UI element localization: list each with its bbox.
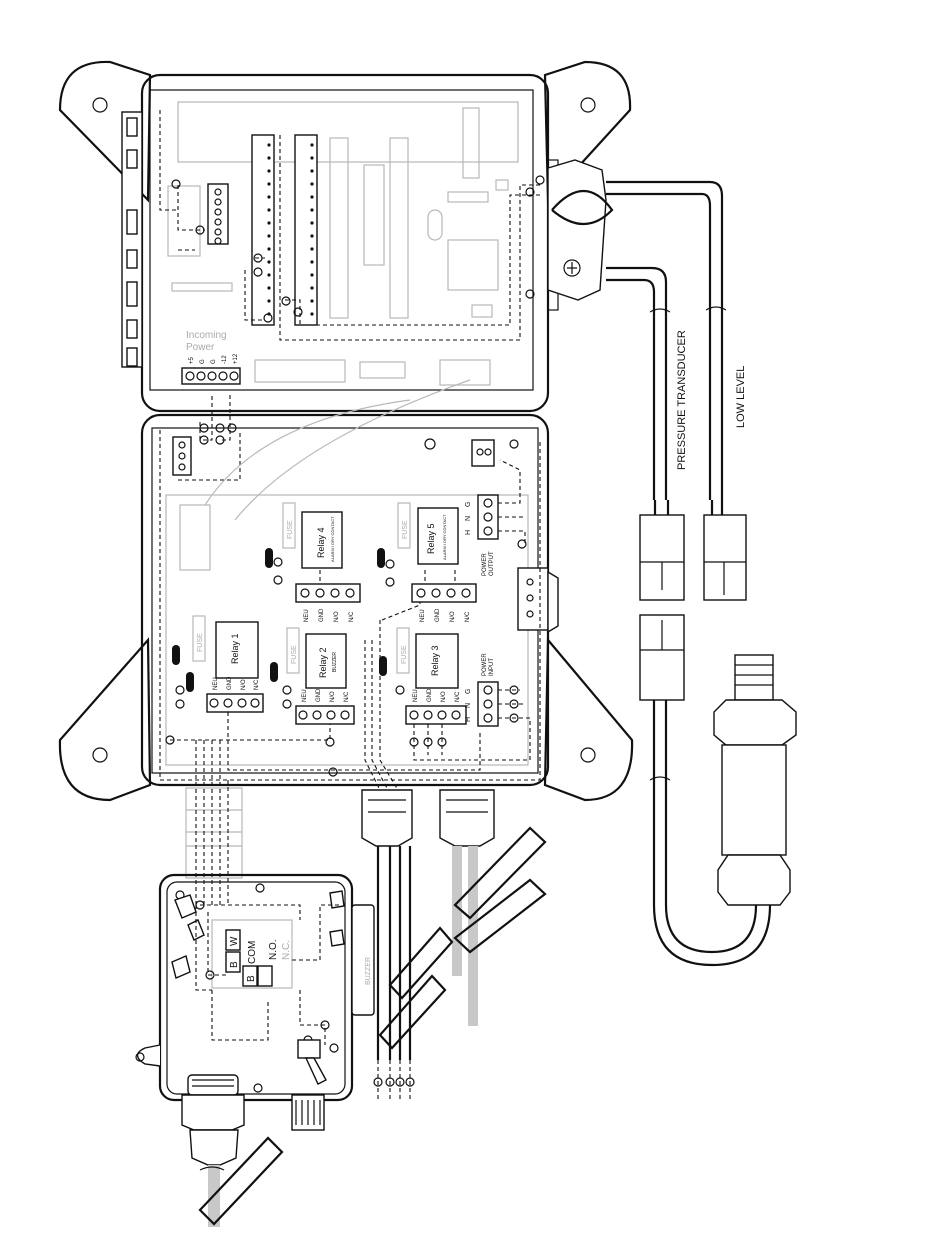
r4-gnd: GND (319, 608, 325, 622)
relay-1: FUSE Relay 1 NEU GND N/O N/C (192, 615, 264, 713)
relay-3: FUSE Relay 3 NEU GND N/O N/C G N H POWER… (396, 627, 499, 727)
in-h: H (465, 717, 472, 722)
relay-2-name: Relay 2 (318, 647, 328, 678)
power-output-2: OUTPUT (489, 551, 495, 576)
power-output-1: POWER (482, 553, 488, 576)
pin-plus12: +12 (233, 353, 239, 364)
pin-g1: G (200, 359, 206, 364)
fuse-label-3: FUSE (401, 645, 408, 664)
low-level-label: LOW LEVEL (735, 366, 747, 428)
upper-enclosure: Incoming Power +5 G G -12 +12 (121, 73, 559, 413)
sensor-cables: PRESSURE TRANSDUCER LOW LEVEL (547, 159, 797, 967)
r5-neu: NEU (420, 609, 426, 622)
pin-plus5: +5 (189, 356, 195, 364)
pin-minus12: -12 (222, 355, 228, 364)
mounting-bracket (58, 60, 634, 802)
pin-g2: G (211, 359, 217, 364)
jb-com: COM (247, 941, 258, 964)
fuse-label-2: FUSE (291, 645, 298, 664)
out-g: G (465, 502, 472, 507)
incoming-power-label-1: Incoming (186, 330, 227, 341)
r4-no: N/O (334, 611, 340, 622)
buzzer-label: BUZZER (365, 957, 372, 985)
power-input-1: POWER (482, 653, 488, 676)
relay-5-name: Relay 5 (426, 523, 436, 554)
r4-neu: NEU (304, 609, 310, 622)
r1-gnd: GND (227, 676, 233, 690)
r3-nc: N/C (455, 691, 461, 702)
relay-5-sub: ALARM / DRY CONTACT (442, 514, 447, 560)
bottom-cables (185, 620, 547, 1100)
r5-gnd: GND (435, 608, 441, 622)
relay-1-name: Relay 1 (230, 633, 240, 664)
r1-no: N/O (241, 679, 247, 690)
r5-no: N/O (450, 611, 456, 622)
r2-nc: N/C (344, 691, 350, 702)
relay-2: FUSE Relay 2 BUZZER NEU GND N/O N/C (286, 627, 355, 725)
r2-no: N/O (330, 691, 336, 702)
lower-enclosure: FUSE Relay 4 ALARM / DRY CONTACT NEU GND… (140, 379, 559, 787)
r1-neu: NEU (213, 677, 219, 690)
power-input-2: INPUT (489, 658, 495, 676)
in-g: G (465, 689, 472, 694)
pressure-transducer-label: PRESSURE TRANSDUCER (676, 330, 688, 470)
relay-5: FUSE Relay 5 ALARM / DRY CONTACT NEU GND… (397, 494, 499, 622)
in-n: N (465, 703, 472, 708)
relay-4-sub: ALARM / DRY CONTACT (330, 516, 335, 562)
jb-w: W (229, 936, 240, 946)
out-h: H (465, 530, 472, 535)
jb-nc: N.C. (281, 940, 292, 960)
relay-4-name: Relay 4 (316, 527, 326, 558)
fuse-label-5: FUSE (402, 520, 409, 539)
out-n: N (465, 516, 472, 521)
relay-4: FUSE Relay 4 ALARM / DRY CONTACT NEU GND… (282, 502, 361, 622)
r2-neu: NEU (302, 689, 308, 702)
r4-nc: N/C (349, 611, 355, 622)
fuse-label-4: FUSE (287, 520, 294, 539)
r1-nc: N/C (254, 679, 260, 690)
jb-b1: B (229, 961, 240, 968)
incoming-power-label-2: Power (186, 342, 215, 353)
r2-gnd: GND (316, 688, 322, 702)
jb-b2: B (246, 975, 257, 982)
r3-no: N/O (441, 691, 447, 702)
relay-2-sub: BUZZER (332, 652, 338, 672)
junction-box: BUZZER W B B COM N.O. N.C. (135, 873, 375, 1227)
r3-neu: NEU (413, 689, 419, 702)
r5-nc: N/C (465, 611, 471, 622)
relay-3-name: Relay 3 (430, 645, 440, 676)
r3-gnd: GND (427, 688, 433, 702)
jb-no: N.O. (268, 939, 279, 960)
fuse-label-1: FUSE (197, 633, 204, 652)
